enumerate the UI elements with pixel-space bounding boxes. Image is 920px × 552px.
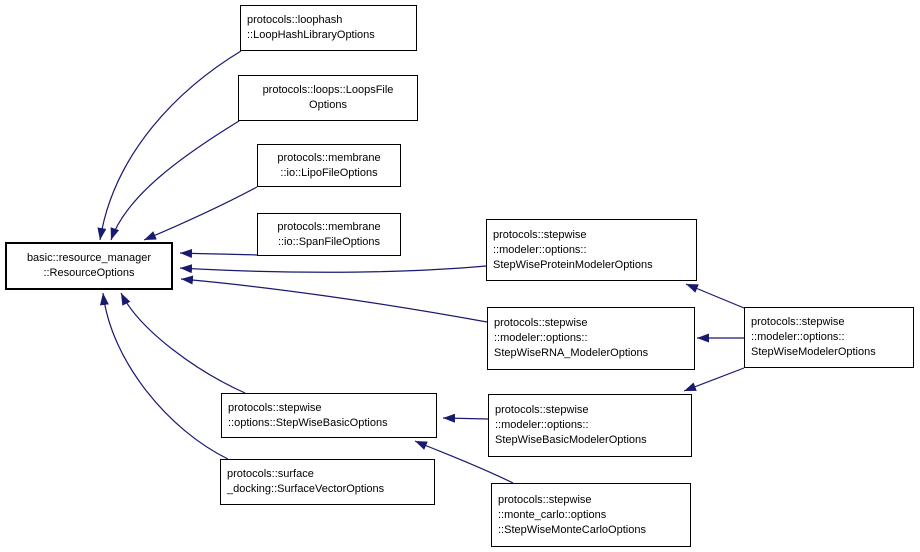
- node-label-line: protocols::surface: [227, 468, 314, 480]
- node-label-line: ::monte_carlo::options: [498, 508, 607, 521]
- node-stepwise-monte-carlo-options[interactable]: protocols::stepwise::monte_carlo::option…: [491, 483, 691, 547]
- edge-stepwise-rna-modeler-options-to-resource-options: [180, 275, 488, 323]
- node-label-line: ::ResourceOptions: [43, 267, 135, 279]
- node-label-line: ::modeler::options::: [493, 243, 587, 256]
- node-label-line: protocols::stepwise: [493, 228, 587, 241]
- node-label-line: StepWiseRNA_ModelerOptions: [494, 347, 649, 359]
- node-surface-vector-options[interactable]: protocols::surface_docking::SurfaceVecto…: [220, 459, 435, 505]
- node-label-line: StepWiseBasicModelerOptions: [495, 434, 647, 446]
- edge-stepwise-basic-options-to-resource-options: [120, 292, 246, 394]
- node-label-line: ::options::StepWiseBasicOptions: [228, 416, 388, 429]
- node-label-line: protocols::loops::LoopsFile: [262, 84, 394, 96]
- edge-loophash-library-options-to-resource-options: [97, 50, 242, 241]
- node-label-line: ::LoopHashLibraryOptions: [247, 29, 375, 41]
- node-label-line: protocols::stepwise: [228, 401, 322, 414]
- node-label-line: protocols::stepwise: [494, 317, 588, 329]
- node-resource-options[interactable]: basic::resource_manager::ResourceOptions: [5, 242, 173, 290]
- node-stepwise-basic-options[interactable]: protocols::stepwise::options::StepWiseBa…: [221, 393, 437, 438]
- edge-stepwise-modeler-options-to-stepwise-basic-modeler-options: [683, 367, 745, 392]
- node-label-line: _docking::SurfaceVectorOptions: [227, 483, 385, 495]
- edge-surface-vector-options-to-resource-options: [99, 292, 229, 460]
- node-label-line: StepWiseModelerOptions: [751, 346, 876, 358]
- node-label-line: StepWiseProteinModelerOptions: [493, 258, 653, 271]
- edge-stepwise-modeler-options-to-stepwise-protein-modeler-options: [685, 283, 745, 309]
- node-stepwise-modeler-options[interactable]: protocols::stepwise::modeler::options::S…: [744, 307, 914, 368]
- node-label-line: basic::resource_manager: [26, 252, 152, 264]
- node-stepwise-basic-modeler-options[interactable]: protocols::stepwise::modeler::options::S…: [488, 394, 692, 457]
- node-lipo-file-options[interactable]: protocols::membrane::io::LipoFileOptions: [257, 144, 401, 187]
- node-label-line: ::modeler::options::: [751, 331, 845, 343]
- edge-stepwise-protein-modeler-options-to-resource-options: [179, 264, 487, 274]
- node-stepwise-rna-modeler-options[interactable]: protocols::stepwise::modeler::options::S…: [487, 307, 695, 370]
- node-label-line: ::modeler::options::: [494, 332, 588, 344]
- edge-stepwise-monte-carlo-options-to-stepwise-basic-options: [414, 440, 514, 484]
- node-label-line: ::io::SpanFileOptions: [277, 235, 381, 248]
- node-label-line: protocols::membrane: [277, 220, 381, 233]
- edge-lipo-file-options-to-resource-options: [143, 186, 258, 241]
- node-stepwise-protein-modeler-options[interactable]: protocols::stepwise::modeler::options::S…: [486, 219, 697, 281]
- node-label-line: protocols::stepwise: [495, 404, 589, 416]
- node-label-line: Options: [309, 99, 347, 111]
- node-label-line: protocols::membrane: [277, 151, 381, 164]
- node-label-line: protocols::stepwise: [498, 493, 592, 506]
- node-loophash-library-options[interactable]: protocols::loophash::LoopHashLibraryOpti…: [240, 5, 417, 51]
- node-label-line: protocols::loophash: [247, 14, 343, 26]
- edge-span-file-options-to-resource-options: [179, 249, 258, 258]
- edge-loops-file-options-to-resource-options: [110, 120, 240, 241]
- node-span-file-options[interactable]: protocols::membrane::io::SpanFileOptions: [257, 213, 401, 256]
- node-label-line: ::io::LipoFileOptions: [280, 166, 378, 179]
- node-label-line: ::modeler::options::: [495, 419, 589, 431]
- edge-stepwise-basic-modeler-options-to-stepwise-basic-options: [442, 413, 489, 423]
- node-label-line: ::StepWiseMonteCarloOptions: [498, 523, 646, 536]
- node-label-line: protocols::stepwise: [751, 316, 845, 328]
